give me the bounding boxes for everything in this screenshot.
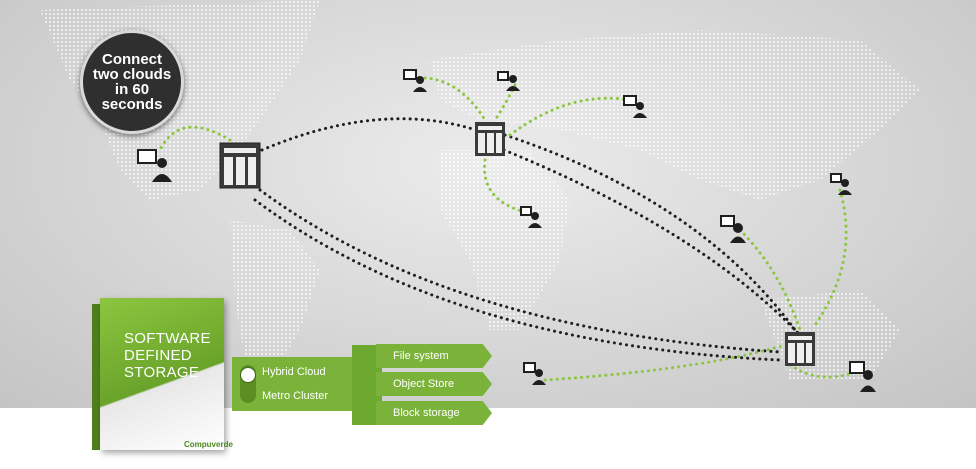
feature-object-store[interactable]: Object Store: [376, 372, 492, 396]
user-links: [158, 76, 857, 382]
user-computer-icon: [623, 95, 647, 118]
box-title-line-2: DEFINED: [124, 347, 192, 364]
server-icon: [219, 142, 261, 189]
brand-logo: Compuverde: [184, 440, 233, 449]
user-computer-icon: [403, 69, 427, 92]
connect-clouds-badge[interactable]: Connect two clouds in 60 seconds: [80, 30, 184, 134]
toggle-track[interactable]: [240, 365, 256, 403]
server-icon: [475, 122, 505, 156]
user-computer-icon: [137, 149, 172, 182]
toggle-option-metro-cluster[interactable]: Metro Cluster: [262, 390, 329, 402]
user-computer-icon: [497, 71, 520, 91]
user-computer-icon: [830, 173, 852, 195]
box-front: SOFTWARE DEFINED STORAGE Compuverde: [100, 298, 233, 450]
toggle-knob[interactable]: [240, 367, 256, 383]
user-computer-icon: [520, 206, 542, 228]
feature-file-system[interactable]: File system: [376, 344, 492, 368]
badge-text: Connect two clouds in 60 seconds: [92, 51, 172, 113]
server-links: [253, 117, 802, 362]
user-computer-icon: [849, 361, 876, 392]
box-title: SOFTWARE DEFINED STORAGE: [124, 330, 211, 381]
server-icon: [785, 332, 815, 366]
cloud-mode-toggle[interactable]: Hybrid Cloud Metro Cluster: [232, 357, 352, 411]
box-title-line-1: SOFTWARE: [124, 330, 211, 347]
user-computer-icon: [523, 362, 546, 385]
toggle-option-hybrid-cloud[interactable]: Hybrid Cloud: [262, 366, 326, 378]
product-box: SOFTWARE DEFINED STORAGE Compuverde: [92, 290, 233, 458]
box-side: [92, 304, 102, 450]
user-computer-icon: [720, 215, 746, 243]
feature-block-storage[interactable]: Block storage: [376, 401, 492, 425]
box-title-line-3: STORAGE: [124, 364, 200, 381]
